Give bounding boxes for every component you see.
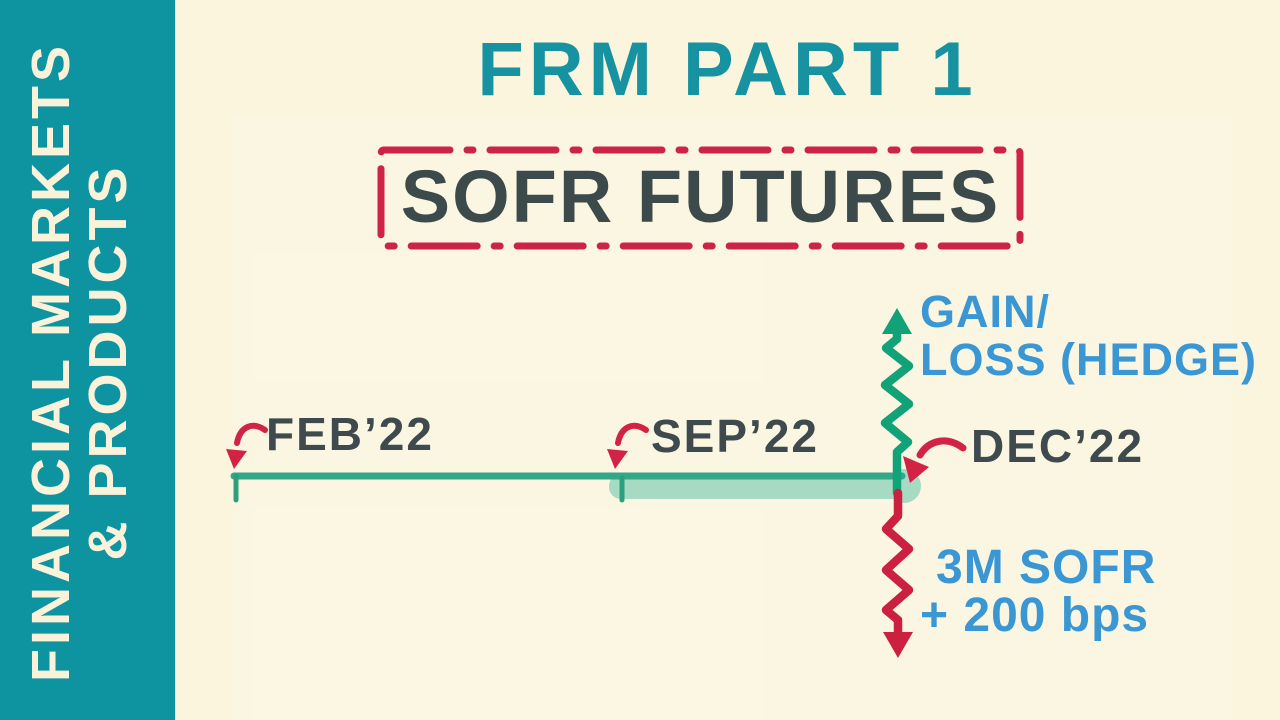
sofr-rate-arrowhead-icon — [883, 632, 913, 658]
diagram-title: SOFR FUTURES — [400, 155, 1001, 238]
timeline-label-dec22: DEC’22 — [971, 420, 1145, 472]
gain-loss-arrowhead-icon — [882, 308, 912, 334]
timeline-highlight-band — [609, 474, 905, 499]
gain-loss-zigzag-arrow-icon — [880, 325, 914, 498]
gain-loss-label: GAIN/ LOSS (HEDGE) — [920, 288, 1257, 384]
timeline-label-sep22: SEP’22 — [651, 410, 819, 462]
sidebar-banner: FINANCIAL MARKETS & PRODUCTS — [0, 0, 175, 720]
drawing-panel — [232, 118, 1232, 720]
sofr-rate-label-line1: 3M SOFR — [936, 541, 1157, 594]
sofr-rate-label-line2: + 200 bps — [920, 589, 1150, 642]
gain-loss-label-line1: GAIN/ — [920, 286, 1051, 337]
curved-arrow-feb-icon — [226, 422, 268, 469]
curved-arrow-sep-icon — [607, 422, 649, 469]
gain-loss-label-line2: LOSS (HEDGE) — [920, 334, 1258, 385]
page-title: FRM PART 1 — [477, 27, 978, 112]
diagram-title-box — [377, 146, 1024, 250]
sofr-rate-zigzag-arrow-icon — [881, 488, 914, 639]
curved-arrow-dec-icon — [903, 437, 967, 483]
timeline-label-feb22: FEB’22 — [266, 408, 434, 460]
